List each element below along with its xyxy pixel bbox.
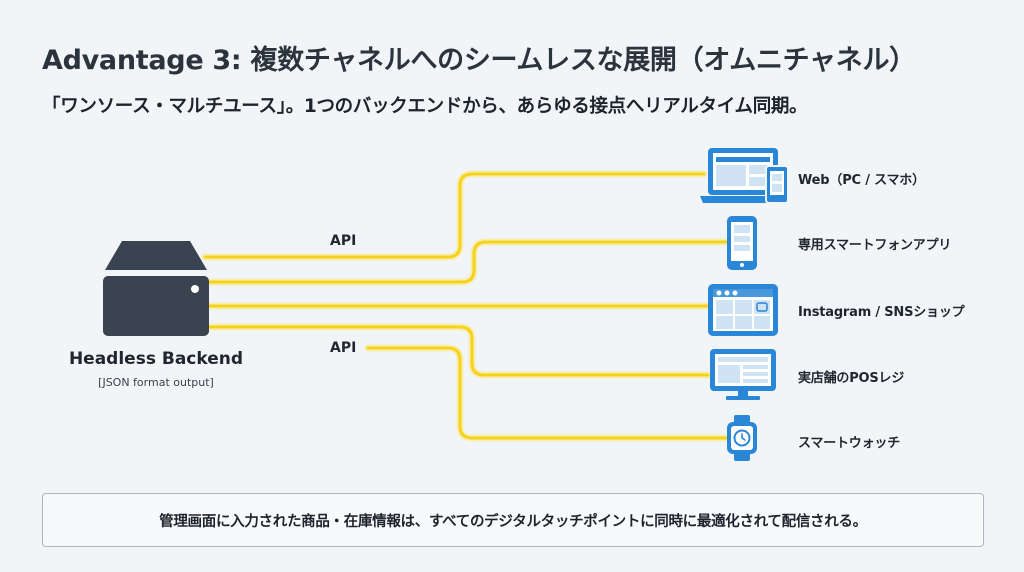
connector-core xyxy=(203,172,728,440)
pos-terminal-icon xyxy=(710,349,776,400)
channel-label-app: 専用スマートフォンアプリ xyxy=(798,238,952,253)
page-title: Advantage 3: 複数チャネルへのシームレスな展開（オムニチャネル） xyxy=(42,45,916,76)
server-icon xyxy=(103,241,209,336)
api-label-upper: API xyxy=(330,233,357,249)
channel-label-watch: スマートウォッチ xyxy=(798,436,901,451)
connector-lines xyxy=(201,170,730,442)
connector-web xyxy=(203,172,706,259)
laptop-phone-icon xyxy=(700,148,789,204)
smartwatch-icon xyxy=(727,415,757,461)
summary-note-text: 管理画面に入力された商品・在庫情報は、すべてのデジタルタッチポイントに同時に最適… xyxy=(159,513,867,530)
backend-label: Headless Backend xyxy=(68,349,244,369)
summary-note: 管理画面に入力された商品・在庫情報は、すべてのデジタルタッチポイントに同時に最適… xyxy=(42,493,984,547)
api-label-lower: API xyxy=(330,340,357,356)
connector-pos xyxy=(203,325,710,377)
channel-label-sns: Instagram / SNSショップ xyxy=(798,305,965,320)
page-subtitle: 「ワンソース・マルチユース」。1つのバックエンドから、あらゆる接点へリアルタイム… xyxy=(42,96,808,117)
backend-sublabel: [JSON format output] xyxy=(98,376,214,389)
channel-label-pos: 実店舗のPOSレジ xyxy=(798,371,905,386)
channel-label-web: Web（PC / スマホ） xyxy=(798,173,925,188)
connector-watch xyxy=(366,346,728,440)
social-feed-tablet-icon xyxy=(708,284,778,336)
connector-app xyxy=(203,240,728,284)
smartphone-icon xyxy=(727,216,757,270)
